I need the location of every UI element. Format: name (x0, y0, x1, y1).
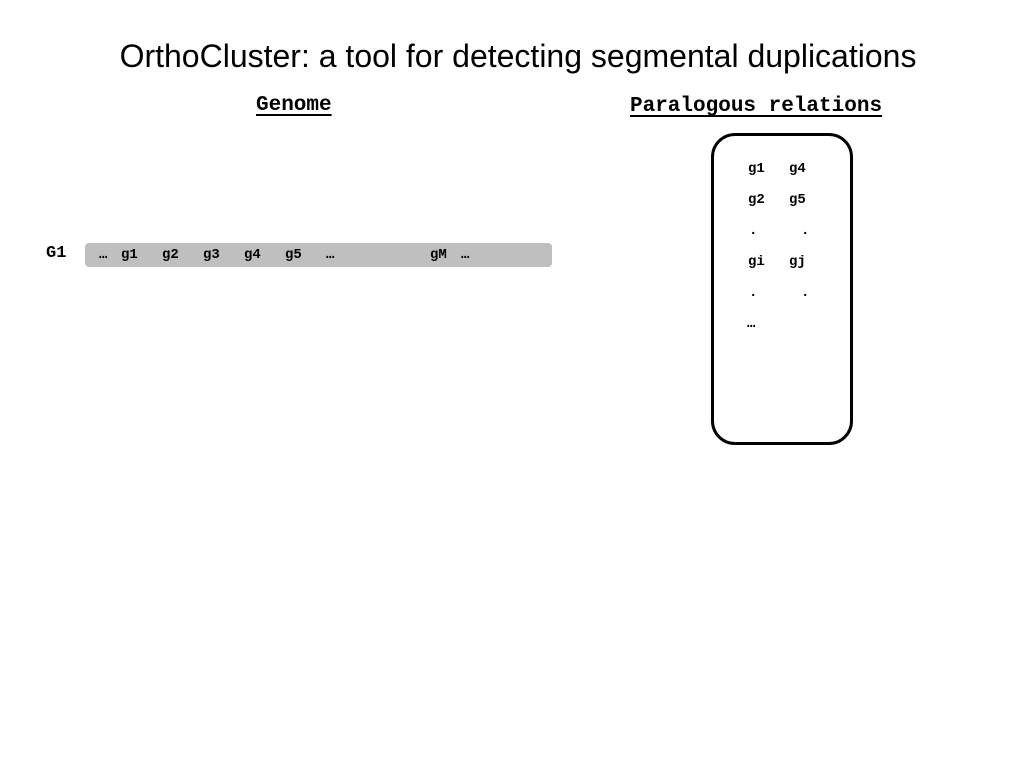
relation-row-4-left: gi (748, 254, 765, 270)
relation-row-3-right: . (801, 223, 810, 239)
gene-g5: g5 (285, 247, 302, 263)
gene-ellipsis-middle: … (326, 247, 335, 263)
relation-row-2-right: g5 (789, 192, 806, 208)
gene-g2: g2 (162, 247, 179, 263)
relation-row-4-right: gj (789, 254, 806, 270)
relation-row-5-left: . (749, 285, 758, 301)
relation-row-1-right: g4 (789, 161, 806, 177)
paralogous-relations-box (711, 133, 853, 445)
gene-ellipsis-end: … (461, 247, 470, 263)
slide-title: OrthoCluster: a tool for detecting segme… (119, 38, 917, 74)
gene-g1: g1 (121, 247, 138, 263)
relation-row-5-right: . (801, 285, 810, 301)
relation-row-2-left: g2 (748, 192, 765, 208)
paralogous-relations-heading: Paralogous relations (630, 95, 883, 118)
relation-row-6-left: … (747, 316, 756, 332)
chromosome-bar: … g1 g2 g3 g4 g5 … gM … (85, 243, 552, 267)
gene-gM: gM (430, 247, 447, 263)
relation-row-1-left: g1 (748, 161, 765, 177)
gene-g4: g4 (244, 247, 261, 263)
genome-heading: Genome (256, 94, 332, 117)
genome-label: G1 (46, 244, 67, 263)
relation-row-3-left: . (749, 223, 758, 239)
gene-ellipsis-start: … (99, 247, 108, 263)
gene-g3: g3 (203, 247, 220, 263)
